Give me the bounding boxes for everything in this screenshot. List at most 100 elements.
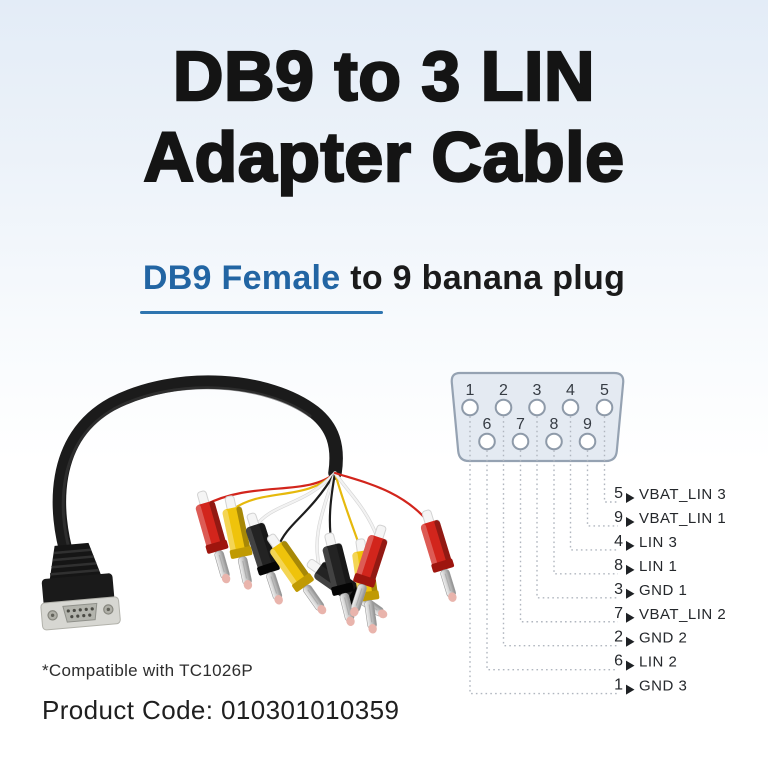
banana-plug-black bbox=[322, 532, 355, 626]
banana-plug-yellow bbox=[266, 533, 327, 615]
trace-pin-3 bbox=[536, 416, 618, 599]
mapping-pin-number: 5 bbox=[614, 485, 623, 502]
mapping-pin-number: 8 bbox=[614, 557, 623, 574]
wire bbox=[203, 471, 337, 507]
plug-tip bbox=[221, 573, 231, 584]
banana-plugs bbox=[195, 490, 457, 634]
trace-pin-6 bbox=[486, 450, 618, 671]
subtitle-rest: to 9 banana plug bbox=[340, 259, 626, 297]
compatibility-note: *Compatible with TC1026P bbox=[42, 661, 253, 680]
mapping-label: LIN 3 bbox=[639, 534, 677, 551]
mapping-pin-number: 9 bbox=[614, 509, 623, 526]
pin-number: 4 bbox=[566, 382, 575, 399]
trace-pin-9 bbox=[586, 450, 618, 527]
subtitle-underline bbox=[140, 311, 383, 314]
product-code: Product Code: 010301010359 bbox=[42, 695, 399, 726]
mapping-label: VBAT_LIN 3 bbox=[639, 486, 726, 503]
subtitle: DB9 Female to 9 banana plug bbox=[0, 259, 768, 298]
wire bbox=[333, 471, 432, 526]
arrow-right-icon bbox=[626, 588, 635, 599]
wire-fan bbox=[203, 471, 432, 572]
pin-4: 4 bbox=[561, 382, 580, 417]
wire bbox=[276, 471, 337, 549]
cable-highlight bbox=[61, 386, 312, 554]
pin-number: 8 bbox=[550, 416, 559, 433]
plug-tip bbox=[346, 616, 355, 626]
mapping-row-pin-9: 9 VBAT_LIN 1 bbox=[614, 509, 726, 527]
wire bbox=[315, 471, 337, 572]
plug-tip bbox=[448, 592, 457, 602]
title-line2: Adapter Cable bbox=[142, 117, 625, 197]
arrow-right-icon bbox=[626, 684, 635, 695]
pin-6: 6 bbox=[478, 416, 496, 451]
pin-number: 1 bbox=[466, 382, 475, 399]
plug-tip bbox=[378, 609, 388, 619]
pin-number: 7 bbox=[516, 416, 525, 433]
mapping-label: VBAT_LIN 2 bbox=[639, 606, 726, 623]
arrow-right-icon bbox=[626, 516, 635, 527]
mapping-row-pin-1: 1 GND 3 bbox=[614, 677, 687, 695]
mapping-label: LIN 1 bbox=[639, 558, 677, 575]
banana-plug-red bbox=[195, 490, 231, 584]
trace-pin-8 bbox=[553, 450, 618, 575]
pin-number: 6 bbox=[483, 416, 492, 433]
mapping-label: VBAT_LIN 1 bbox=[639, 510, 726, 527]
plug-tip bbox=[317, 605, 327, 615]
cable-photo bbox=[40, 375, 457, 634]
pin-7: 7 bbox=[511, 416, 530, 451]
mapping-pin-number: 6 bbox=[614, 653, 623, 670]
title-line1: DB9 to 3 LIN bbox=[172, 36, 596, 116]
pin-number: 3 bbox=[533, 382, 542, 399]
pin-traces bbox=[469, 416, 618, 695]
mapping-row-pin-3: 3 GND 1 bbox=[614, 581, 687, 599]
banana-plug-red bbox=[420, 509, 457, 602]
mapping-row-pin-8: 8 LIN 1 bbox=[614, 557, 677, 575]
mapping-row-pin-7: 7 VBAT_LIN 2 bbox=[614, 605, 726, 623]
banana-plug-yellow bbox=[222, 495, 253, 590]
arrow-right-icon bbox=[626, 636, 635, 647]
pin-number: 9 bbox=[583, 416, 592, 433]
mapping-label: GND 1 bbox=[639, 582, 687, 599]
mapping-label: GND 3 bbox=[639, 678, 687, 695]
mapping-row-pin-6: 6 LIN 2 bbox=[614, 653, 677, 671]
mapping-pin-number: 7 bbox=[614, 605, 623, 622]
plug-tip bbox=[243, 580, 253, 590]
pin-number: 2 bbox=[499, 382, 508, 399]
plug-tip bbox=[368, 623, 377, 634]
pin-number: 5 bbox=[600, 382, 609, 399]
trace-pin-4 bbox=[569, 416, 618, 551]
arrow-right-icon bbox=[626, 493, 635, 503]
plug-tip bbox=[350, 607, 359, 617]
pin-5: 5 bbox=[595, 382, 614, 417]
pin-9: 9 bbox=[578, 416, 597, 451]
db9-connector bbox=[40, 542, 121, 631]
product-code-value: 010301010359 bbox=[221, 695, 400, 725]
mapping-pin-number: 3 bbox=[614, 581, 623, 598]
banana-plug-red bbox=[350, 524, 388, 617]
arrow-right-icon bbox=[626, 540, 635, 551]
cable-jacket bbox=[52, 375, 343, 565]
trace-pin-7 bbox=[519, 450, 618, 623]
plug-tip bbox=[274, 595, 283, 605]
pin-1: 1 bbox=[461, 382, 479, 417]
arrow-right-icon bbox=[626, 660, 635, 671]
arrow-right-icon bbox=[626, 612, 635, 623]
wire bbox=[253, 471, 337, 529]
trace-pin-1 bbox=[469, 416, 618, 695]
wire bbox=[333, 471, 380, 541]
pin-3: 3 bbox=[528, 382, 546, 417]
mapping-pin-number: 1 bbox=[614, 677, 623, 694]
mapping-row-pin-2: 2 GND 2 bbox=[614, 629, 687, 647]
pin-2: 2 bbox=[494, 382, 513, 417]
mapping-pin-number: 2 bbox=[614, 629, 623, 646]
mapping-row-pin-5: 5 VBAT_LIN 3 bbox=[614, 485, 726, 503]
mapping-label: LIN 2 bbox=[639, 654, 677, 671]
mapping-label: GND 2 bbox=[639, 630, 687, 647]
pin-8: 8 bbox=[545, 416, 563, 451]
product-code-label: Product Code: bbox=[42, 695, 214, 725]
